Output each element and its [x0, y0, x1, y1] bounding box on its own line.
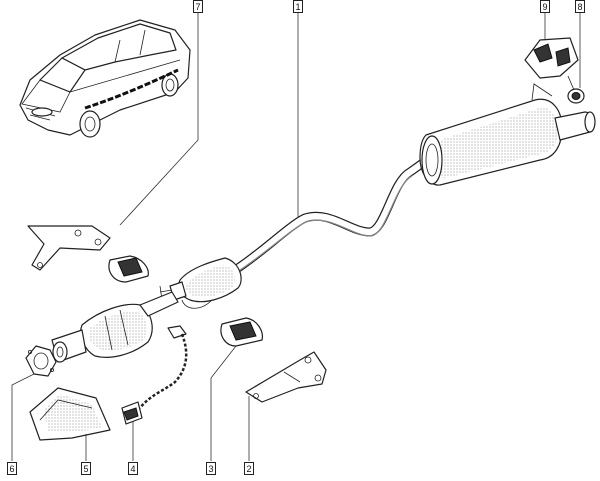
callout-5: 5	[81, 462, 91, 475]
exhaust-pipe	[233, 145, 441, 273]
callout-1: 1	[293, 0, 303, 13]
callout-6: 6	[7, 462, 17, 475]
callout-7: 7	[193, 0, 203, 13]
callout-9: 9	[540, 0, 550, 13]
rear-hanger-bracket	[524, 37, 579, 79]
callout-2: 2	[244, 462, 254, 475]
callout-3: 3	[206, 462, 216, 475]
bracket-lower	[29, 387, 111, 441]
bracket-front	[27, 225, 111, 271]
bracket-rear	[245, 351, 327, 403]
rubber-mount-lower	[220, 317, 263, 347]
vehicle-illustration	[19, 19, 191, 138]
callout-8: 8	[575, 0, 585, 13]
front-catalytic-converter	[51, 291, 179, 363]
rear-rubber-mount	[567, 75, 585, 104]
rear-silencer	[419, 83, 596, 186]
oxygen-sensor	[121, 325, 188, 425]
callout-4: 4	[128, 462, 138, 475]
flange-gasket	[25, 345, 57, 377]
rubber-mount-upper	[108, 255, 149, 283]
leader-lines	[11, 12, 581, 461]
